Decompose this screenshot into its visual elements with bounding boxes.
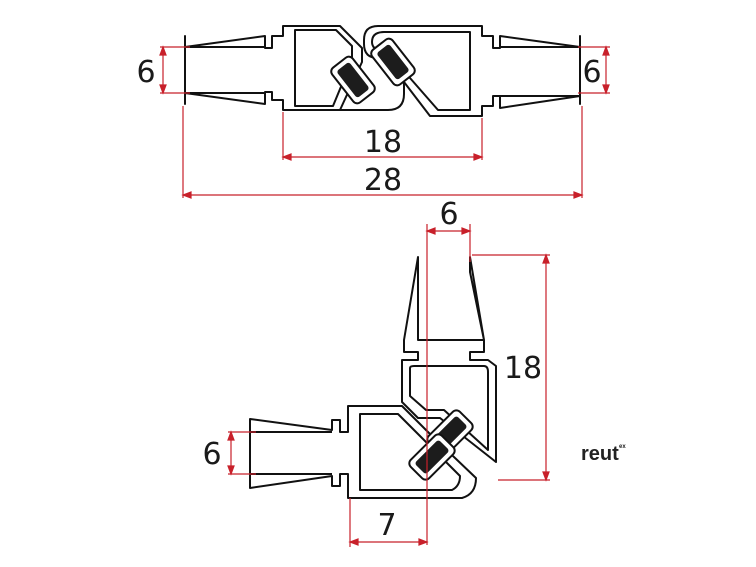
- top-left-height-label: 6: [136, 55, 155, 90]
- bottom-left-fork: [250, 431, 332, 475]
- top-dimension-labels: 6 6 18 28: [136, 55, 601, 198]
- top-right-height-label: 6: [582, 55, 601, 90]
- logo-text: reut: [581, 443, 619, 465]
- bottom-dimension-labels: 6 18 6 7: [202, 197, 542, 543]
- bottom-profile-assembly: [249, 256, 497, 499]
- top-magnets: [330, 37, 416, 105]
- top-magnet-left-core: [337, 62, 369, 98]
- brand-logo: reut ex: [581, 443, 626, 465]
- top-dimensions: [159, 45, 610, 199]
- bottom-top-width-label: 6: [439, 197, 458, 232]
- top-magnet-right-core: [377, 44, 409, 80]
- top-total-width-label: 28: [364, 163, 402, 198]
- bottom-dimensions: [227, 224, 550, 547]
- bottom-left-height-label: 6: [202, 437, 221, 472]
- top-inner-width-label: 18: [364, 125, 402, 160]
- bottom-magnets: [408, 409, 474, 481]
- top-right-profile: [363, 25, 581, 117]
- top-right-fork: [500, 46, 580, 97]
- bottom-vertical-channel: [409, 365, 489, 451]
- bottom-magnet-lower-core: [415, 440, 449, 474]
- bottom-vertical-length-label: 18: [504, 351, 542, 386]
- logo-superscript: ex: [619, 444, 626, 450]
- top-left-fork: [185, 46, 265, 94]
- top-profile-assembly: [184, 25, 581, 117]
- bottom-width-label: 7: [377, 508, 396, 543]
